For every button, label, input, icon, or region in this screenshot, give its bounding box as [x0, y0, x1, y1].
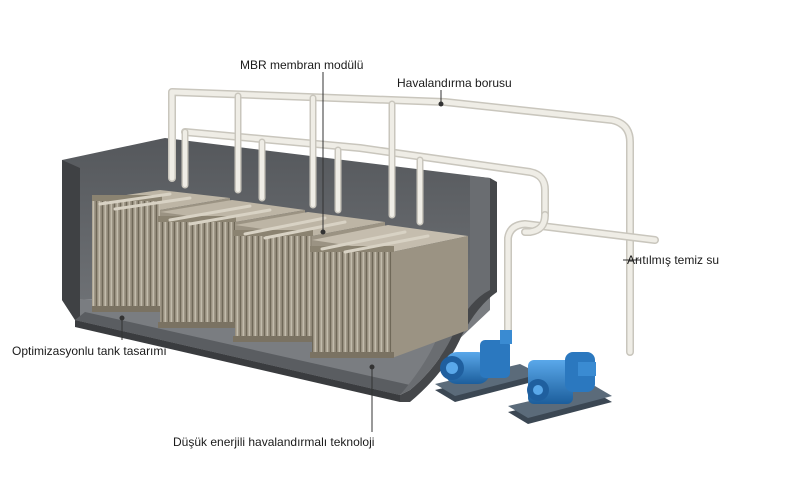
label-tank-design: Optimizasyonlu tank tasarımı [12, 344, 167, 358]
label-treated-water: Arıtılmış temiz su [627, 253, 720, 267]
treated-water-pipe [504, 211, 659, 344]
membrane-modules [92, 190, 468, 358]
pump-2 [508, 352, 612, 424]
pump-1 [435, 330, 540, 402]
membrane-module-4 [310, 225, 468, 358]
label-membrane-module: MBR membran modülü [240, 58, 364, 72]
leader-lines [119, 72, 640, 432]
label-low-energy: Düşük enerjili havalandırmalı teknoloji [173, 435, 375, 449]
aeration-pipes [168, 88, 634, 356]
label-aeration-pipe: Havalandırma borusu [397, 76, 512, 90]
